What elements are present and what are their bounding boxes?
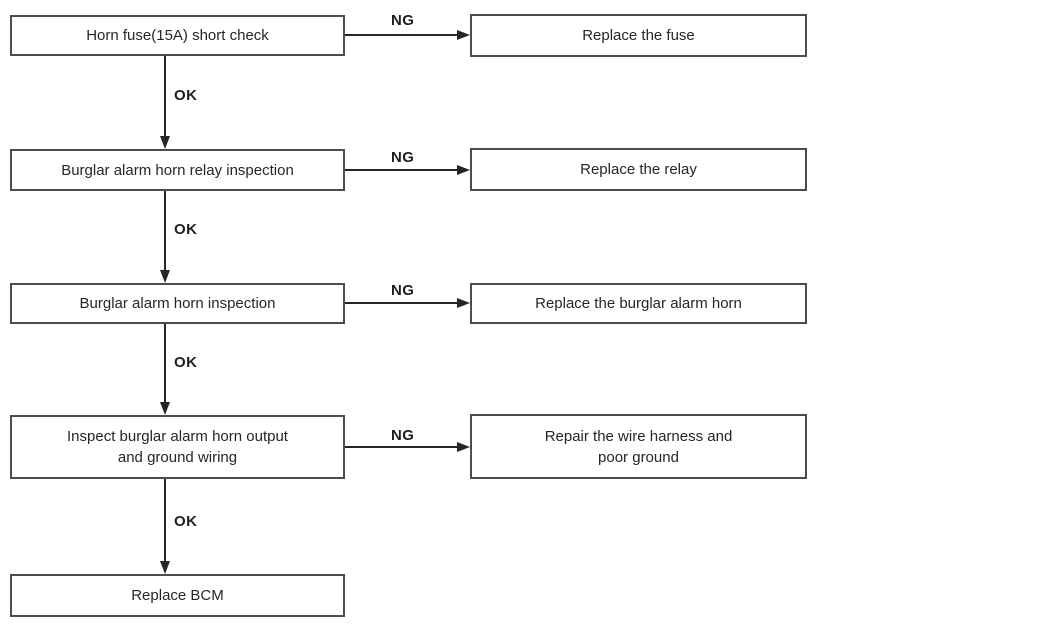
ng-arrowhead-icon-3 bbox=[457, 298, 470, 308]
remedy-box-repair-harness: Repair the wire harness and poor ground bbox=[470, 414, 807, 479]
ok-arrow-line-4 bbox=[164, 479, 166, 561]
ng-arrowhead-icon-1 bbox=[457, 30, 470, 40]
ng-arrowhead-icon-4 bbox=[457, 442, 470, 452]
ng-arrow-line-3 bbox=[345, 302, 458, 304]
remedy-box-replace-horn: Replace the burglar alarm horn bbox=[470, 283, 807, 324]
remedy-box-replace-fuse: Replace the fuse bbox=[470, 14, 807, 57]
ng-label-1: NG bbox=[391, 12, 415, 29]
ng-arrow-line-4 bbox=[345, 446, 458, 448]
step-box-horn-fuse-check: Horn fuse(15A) short check bbox=[10, 15, 345, 56]
remedy-box-replace-relay: Replace the relay bbox=[470, 148, 807, 191]
ng-arrow-line-1 bbox=[345, 34, 458, 36]
step-box-relay-inspection: Burglar alarm horn relay inspection bbox=[10, 149, 345, 191]
ok-arrow-line-2 bbox=[164, 191, 166, 270]
ok-arrowhead-icon-2 bbox=[160, 270, 170, 283]
step-box-horn-inspection: Burglar alarm horn inspection bbox=[10, 283, 345, 324]
ok-label-2: OK bbox=[174, 221, 198, 238]
ok-label-4: OK bbox=[174, 513, 198, 530]
ng-arrow-line-2 bbox=[345, 169, 458, 171]
ng-label-4: NG bbox=[391, 427, 415, 444]
ok-arrow-line-3 bbox=[164, 324, 166, 402]
step-box-replace-bcm: Replace BCM bbox=[10, 574, 345, 617]
ng-arrowhead-icon-2 bbox=[457, 165, 470, 175]
ok-arrowhead-icon-4 bbox=[160, 561, 170, 574]
ok-label-1: OK bbox=[174, 87, 198, 104]
ok-arrowhead-icon-1 bbox=[160, 136, 170, 149]
ok-arrow-line-1 bbox=[164, 56, 166, 136]
ok-arrowhead-icon-3 bbox=[160, 402, 170, 415]
ng-label-2: NG bbox=[391, 149, 415, 166]
ok-label-3: OK bbox=[174, 354, 198, 371]
step-box-output-ground-wiring: Inspect burglar alarm horn output and gr… bbox=[10, 415, 345, 479]
ng-label-3: NG bbox=[391, 282, 415, 299]
